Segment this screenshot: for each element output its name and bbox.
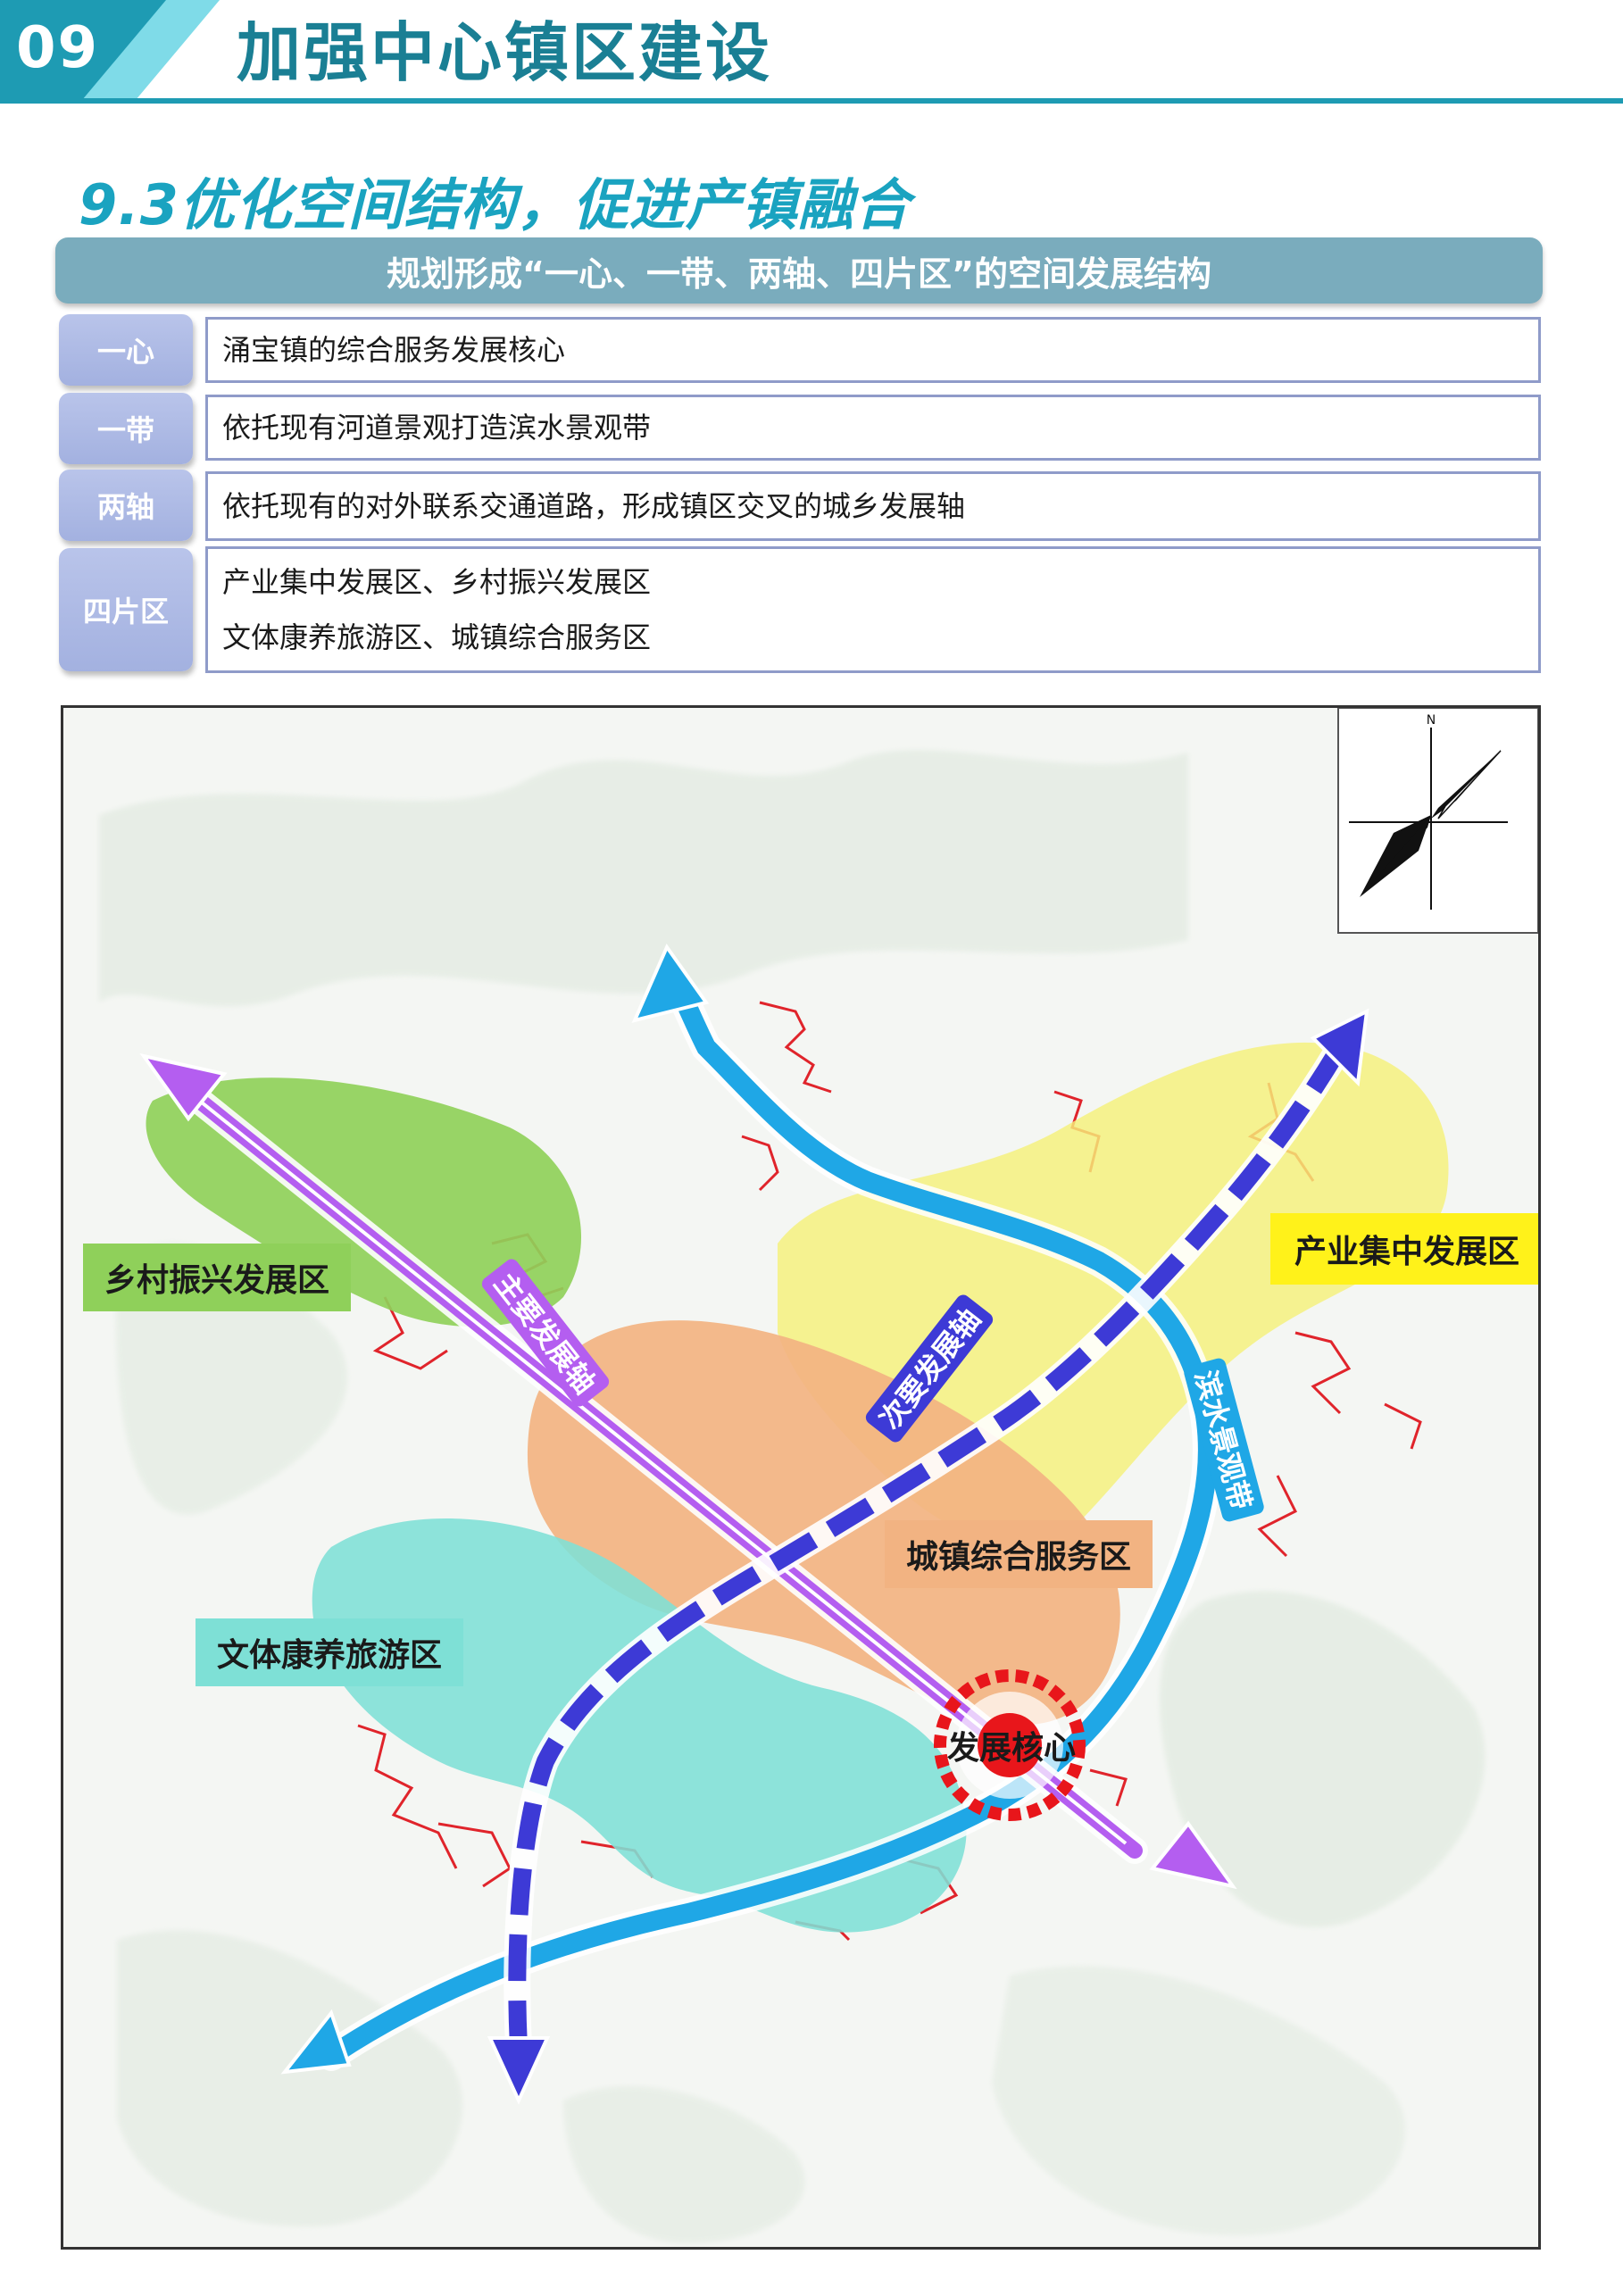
label-development-core: 发展核心: [946, 1730, 1076, 1767]
main-axis-arrow-nw: [139, 1052, 228, 1122]
row-label-center: 一心: [59, 314, 193, 386]
waterfront-arrow-nw: [631, 943, 710, 1023]
row-label-axes: 两轴: [59, 470, 193, 541]
row-label-zones: 四片区: [59, 548, 193, 671]
structure-banner: 规划形成“一心、一带、两轴、四片区”的空间发展结构: [55, 237, 1543, 304]
row-text-line: 依托现有河道景观打造滨水景观带: [222, 411, 652, 445]
row-text-center: 涌宝镇的综合服务发展核心: [205, 317, 1541, 383]
development-core: [934, 1669, 1086, 1821]
zone-tourism: [312, 1518, 967, 1933]
label-tourism-zone: 文体康养旅游区: [196, 1618, 463, 1686]
row-text-belt: 依托现有河道景观打造滨水景观带: [205, 395, 1541, 461]
label-rural-zone: 乡村振兴发展区: [83, 1244, 351, 1311]
row-text-line: 文体康养旅游区、城镇综合服务区: [222, 620, 652, 654]
row-text-zones: 产业集中发展区、乡村振兴发展区 文体康养旅游区、城镇综合服务区: [205, 546, 1541, 673]
north-arrow-icon: N: [1337, 708, 1538, 934]
label-industry-zone: 产业集中发展区: [1270, 1213, 1538, 1285]
waterfront-arrow-sw: [280, 2009, 352, 2075]
secondary-axis-arrow-ne: [1310, 1008, 1369, 1087]
header-rule: [0, 98, 1623, 104]
chapter-number: 09: [16, 15, 100, 81]
row-text-line: 依托现有的对外联系交通道路，形成镇区交叉的城乡发展轴: [222, 489, 966, 523]
row-text-line: 涌宝镇的综合服务发展核心: [222, 333, 566, 367]
waterfront-belt-line: [321, 966, 1218, 2066]
section-title: 9.3优化空间结构，促进产镇融合: [79, 172, 911, 237]
chapter-title: 加强中心镇区建设: [237, 15, 773, 90]
row-label-belt: 一带: [59, 393, 193, 464]
spatial-structure-map: 主要发展轴 次要发展轴 滨水景观带 N 产业集中发展区 乡村振兴发展区 城镇综合…: [61, 705, 1541, 2250]
row-text-axes: 依托现有的对外联系交通道路，形成镇区交叉的城乡发展轴: [205, 471, 1541, 541]
label-town-service-zone: 城镇综合服务区: [885, 1520, 1153, 1588]
north-label: N: [1427, 713, 1436, 728]
row-text-line: 产业集中发展区、乡村振兴发展区: [222, 565, 652, 599]
map-canvas: 主要发展轴 次要发展轴 滨水景观带 N: [99, 708, 1538, 2243]
secondary-axis-arrow-s: [487, 2036, 551, 2105]
main-axis-arrow-se: [1149, 1820, 1237, 1890]
terrain-background: [99, 750, 1486, 2243]
secondary-axis-line: [508, 1042, 1348, 2048]
page-header: 09 加强中心镇区建设: [0, 0, 1623, 107]
